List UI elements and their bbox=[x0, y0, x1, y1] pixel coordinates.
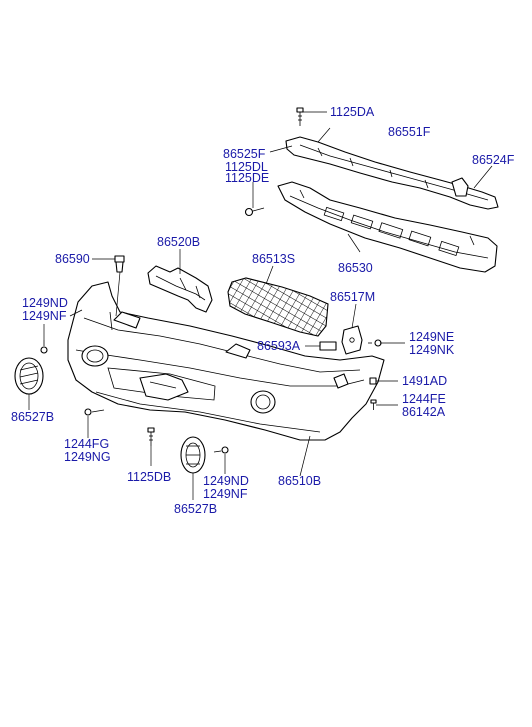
label-1244FE: 1244FE bbox=[402, 392, 446, 406]
screw-1249ND-left bbox=[40, 340, 48, 354]
label-1125DE: 1125DE bbox=[225, 171, 269, 185]
nut-1491AD bbox=[369, 377, 377, 385]
screw-1249ND-bottom bbox=[213, 446, 229, 454]
label-1125DB: 1125DB bbox=[127, 470, 171, 484]
screw-1244FE bbox=[370, 399, 377, 410]
label-86513S: 86513S bbox=[252, 252, 295, 266]
grille-86513S bbox=[227, 277, 329, 337]
label-1249NG: 1249NG bbox=[64, 450, 111, 464]
label-1249NF-left: 1249NF bbox=[22, 309, 67, 323]
leader-lines bbox=[28, 111, 493, 500]
label-1125DL: 1125DL bbox=[225, 160, 268, 174]
label-1491AD: 1491AD bbox=[402, 374, 447, 388]
label-86142A: 86142A bbox=[402, 405, 446, 419]
screw-1249NE bbox=[368, 339, 382, 347]
bolt-1125DB bbox=[147, 427, 155, 446]
label-86524F: 86524F bbox=[472, 153, 515, 167]
label-1249NF-bottom: 1249NF bbox=[203, 487, 248, 501]
label-1249ND-bottom: 1249ND bbox=[203, 474, 249, 488]
label-86520B: 86520B bbox=[157, 235, 200, 249]
label-86590: 86590 bbox=[55, 252, 90, 266]
part-labels: 1125DA 86551F 86525F 1125DL 1125DE 86524… bbox=[11, 105, 515, 516]
bolt-1125DE bbox=[244, 207, 265, 217]
plate-86593A bbox=[319, 341, 337, 351]
upper-reinforcement-86551F bbox=[285, 136, 499, 210]
bracket-86520B bbox=[147, 265, 213, 313]
label-86510B: 86510B bbox=[278, 474, 321, 488]
label-86525F: 86525F bbox=[223, 147, 266, 161]
bumper-cover-86510B bbox=[67, 281, 385, 441]
label-86593A: 86593A bbox=[257, 339, 301, 353]
bolt-1125DA bbox=[296, 107, 304, 126]
label-86527B-bottom: 86527B bbox=[174, 502, 217, 516]
fog-cover-86527B-bottom bbox=[180, 436, 206, 474]
label-1249ND-left: 1249ND bbox=[22, 296, 68, 310]
bracket-86517M bbox=[341, 325, 363, 355]
label-86551F: 86551F bbox=[388, 125, 431, 139]
screw-1244FG bbox=[84, 408, 105, 416]
label-1244FG: 1244FG bbox=[64, 437, 109, 451]
energy-absorber-86530 bbox=[277, 181, 498, 273]
label-86527B-left: 86527B bbox=[11, 410, 54, 424]
label-1125DA: 1125DA bbox=[330, 105, 375, 119]
label-1249NK: 1249NK bbox=[409, 343, 455, 357]
label-86530: 86530 bbox=[338, 261, 373, 275]
clip-86590 bbox=[114, 255, 125, 273]
label-1249NE: 1249NE bbox=[409, 330, 454, 344]
fog-cover-86527B-left bbox=[14, 357, 44, 395]
label-86517M: 86517M bbox=[330, 290, 375, 304]
